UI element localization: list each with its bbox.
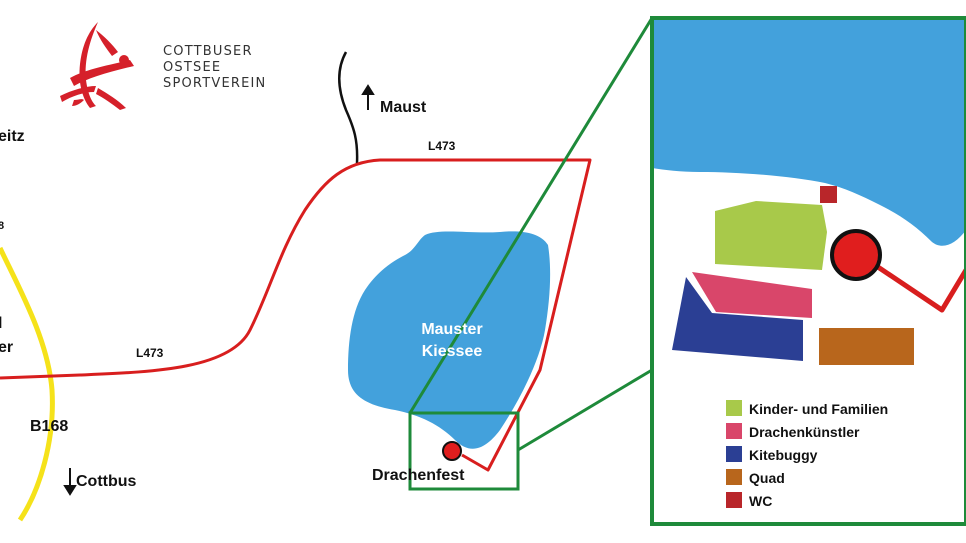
logo-text-line3: SPORTVEREIN	[163, 76, 266, 91]
area-kitebuggy	[672, 277, 803, 361]
logo-text-line1: COTTBUSER	[163, 44, 253, 59]
legend-swatch-2	[726, 446, 742, 462]
area-drachenkuenstler	[692, 272, 812, 318]
label-b168: B168	[30, 418, 68, 435]
club-logo: COTTBUSER OSTSEE SPORTVEREIN	[60, 22, 266, 110]
zoom-frame-small	[408, 411, 520, 491]
up-arrow-icon	[361, 84, 375, 110]
legend-label-0: Kinder- und Familien	[749, 401, 888, 417]
legend-label-1: Drachenkünstler	[749, 424, 860, 440]
zoom-connector-bottom	[517, 368, 653, 452]
label-maust: Maust	[380, 99, 427, 116]
event-marker-large	[830, 229, 882, 281]
legend-label-4: WC	[749, 493, 772, 509]
logo-figure-icon	[60, 22, 134, 110]
road-b168	[0, 246, 55, 522]
zoom-connector-top	[408, 17, 654, 414]
legend-swatch-3	[726, 469, 742, 485]
inset-lake	[652, 18, 966, 246]
legend-swatch-4	[726, 492, 742, 508]
area-quad	[819, 328, 914, 365]
label-peitz-partial: eitz	[0, 128, 25, 145]
legend-label-3: Quad	[749, 470, 785, 486]
lake-label-line1: Mauster	[421, 321, 482, 338]
label-l473-left: L473	[136, 346, 164, 360]
event-marker-small	[442, 441, 462, 461]
zoom-frame-large	[650, 16, 966, 526]
label-l473-top: L473	[428, 139, 456, 153]
label-left-partial-2: er	[0, 339, 13, 356]
area-kinder-familien	[715, 201, 827, 270]
lake-mauster-kiessee	[348, 231, 551, 449]
road-to-maust	[338, 51, 359, 164]
legend: Kinder- und Familien Drachenkünstler Kit…	[726, 400, 888, 509]
label-cottbus: Cottbus	[76, 473, 137, 490]
legend-swatch-1	[726, 423, 742, 439]
logo-text-line2: OSTSEE	[163, 60, 221, 75]
area-wc	[820, 186, 837, 203]
legend-label-2: Kitebuggy	[749, 447, 818, 463]
down-arrow-icon	[63, 468, 77, 496]
label-drachenfest: Drachenfest	[372, 467, 465, 484]
label-b-partial: 8	[0, 220, 4, 232]
legend-swatch-0	[726, 400, 742, 416]
zoom-inset: Kinder- und Familien Drachenkünstler Kit…	[650, 16, 966, 526]
lake-label-line2: Kiessee	[422, 343, 483, 360]
road-l473	[0, 158, 592, 472]
inset-road	[870, 260, 966, 313]
label-left-partial-1: l	[0, 315, 2, 332]
